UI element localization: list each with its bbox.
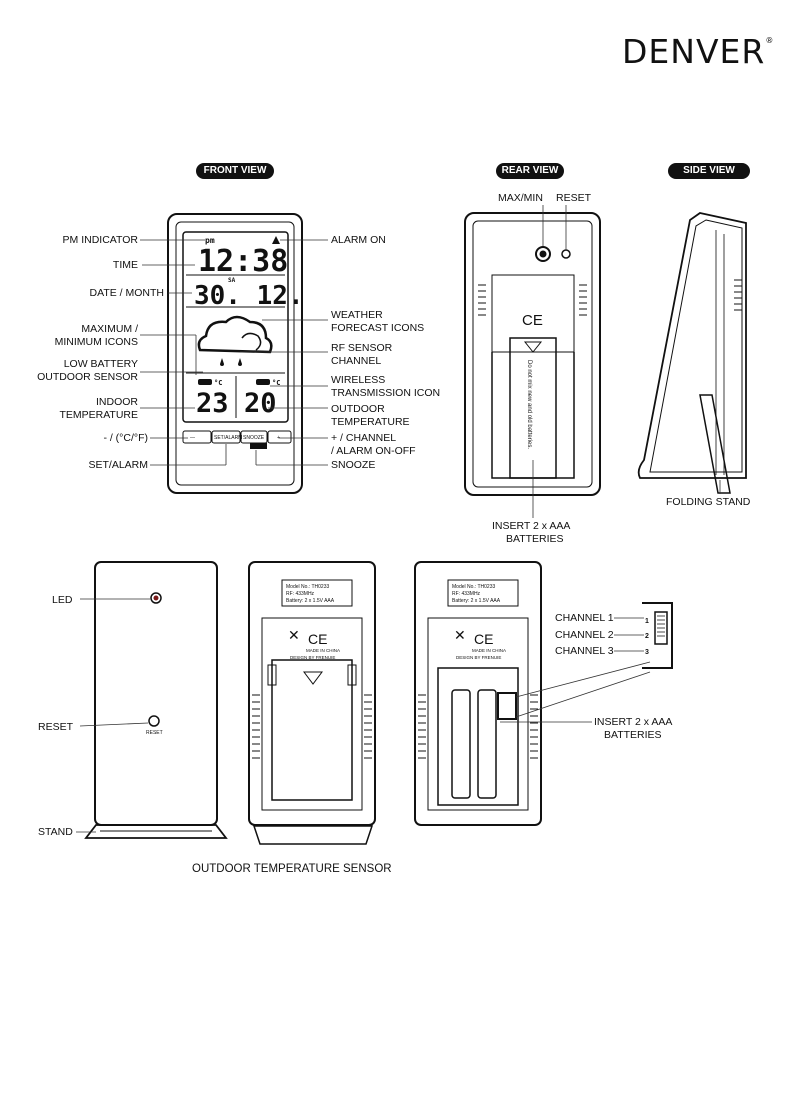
label-indoor-line2: TEMPERATURE <box>59 409 138 421</box>
sensor-front <box>84 561 228 839</box>
label-set-alarm: SET/ALARM <box>88 459 148 471</box>
label-weather-line2: FORECAST ICONS <box>331 322 425 334</box>
label-reset: RESET <box>556 192 592 204</box>
label-indoor-line1: INDOOR <box>96 396 138 408</box>
button-set-label: SET/ALARM <box>214 435 242 441</box>
label-sensor-insert-line2: BATTERIES <box>604 729 662 741</box>
label-low-battery-line2: OUTDOOR SENSOR <box>37 371 138 383</box>
label-unit-toggle: - / (°C/°F) <box>103 432 148 444</box>
button-plus-label: + <box>277 435 280 441</box>
svg-text:3: 3 <box>645 649 649 656</box>
sensor-open-vents <box>418 694 538 759</box>
lcd-indoor-temp: 23 <box>196 388 229 419</box>
plate-model-open: Model No.: TH0233 <box>452 584 495 590</box>
lcd-pm: pm <box>205 236 215 245</box>
label-wireless-line1: WIRELESS <box>331 374 386 386</box>
plate-model: Model No.: TH0233 <box>286 584 329 590</box>
low-battery-icon <box>198 379 212 385</box>
label-outdoor-line2: TEMPERATURE <box>331 416 410 428</box>
plate-battery-open: Battery: 2 x 1.5V AAA <box>452 598 501 604</box>
plate-battery: Battery: 2 x 1.5V AAA <box>286 598 335 604</box>
sensor-open-callouts <box>500 617 651 723</box>
registered-mark: ® <box>765 36 775 45</box>
rear-view-device: CE <box>464 212 601 496</box>
svg-text:✕: ✕ <box>454 627 466 643</box>
label-insert-batteries-line2: BATTERIES <box>506 533 564 545</box>
label-date-month: DATE / MONTH <box>89 287 164 299</box>
plate-freq-open: RF: 433MHz <box>452 591 481 597</box>
svg-text:CE: CE <box>308 631 327 647</box>
label-channel-1: CHANNEL 1 <box>555 612 614 624</box>
lcd-date: 30. 12. <box>194 281 304 311</box>
rear-view-heading: REAR VIEW <box>496 163 564 179</box>
sensor-back-closed: ✕ CE <box>248 561 376 845</box>
figure-caption: OUTDOOR TEMPERATURE SENSOR <box>192 863 392 875</box>
sensor-back-open: ✕ CE <box>414 561 542 826</box>
label-max-min: MAX/MIN <box>498 192 543 204</box>
label-channel-2: CHANNEL 2 <box>555 629 614 641</box>
plate-design-open: DESIGN BY FRENUIE <box>456 655 501 660</box>
lcd-unit-outdoor: °C <box>272 379 280 387</box>
label-insert-batteries-line1: INSERT 2 x AAA <box>492 520 571 532</box>
label-low-battery-line1: LOW BATTERY <box>63 358 138 370</box>
label-led: LED <box>52 594 73 606</box>
plate-made-in-open: MADE IN CHINA <box>472 648 506 653</box>
svg-text:2: 2 <box>645 633 649 640</box>
rear-vents <box>478 284 587 316</box>
denver-logo: DENVER® <box>622 32 774 71</box>
button-snooze-label: SNOOZE <box>243 435 265 441</box>
lcd-time: 12:38 <box>198 244 288 279</box>
brand-name: DENVER <box>622 32 766 71</box>
label-max-min-line1: MAXIMUM / <box>81 323 138 335</box>
lcd-unit-indoor: °C <box>214 379 222 387</box>
label-channel-3: CHANNEL 3 <box>555 645 614 657</box>
battery-note: Do not mix new and old batteries. <box>526 360 532 449</box>
sensor-front-callouts <box>76 598 150 833</box>
channel-indicator-icon <box>256 379 270 385</box>
svg-text:1: 1 <box>645 618 649 625</box>
label-channel-line1: + / CHANNEL <box>331 432 397 444</box>
front-view-heading: FRONT VIEW <box>196 163 274 179</box>
sensor-reset-tiny-label: RESET <box>146 730 163 736</box>
label-time: TIME <box>112 259 138 271</box>
lcd-outdoor-temp: 20 <box>244 388 277 419</box>
label-rf-line1: RF SENSOR <box>331 342 393 354</box>
front-callout-lines <box>140 239 328 466</box>
svg-text:CE: CE <box>522 312 543 329</box>
label-channel-line2: / ALARM ON-OFF <box>331 445 416 457</box>
front-view-device <box>167 213 303 494</box>
label-weather-line1: WEATHER <box>331 309 383 321</box>
label-sensor-reset: RESET <box>38 721 74 733</box>
plate-freq: RF: 433MHz <box>286 591 315 597</box>
label-wireless-line2: TRANSMISSION ICON <box>331 387 441 399</box>
label-rf-line2: CHANNEL <box>331 355 382 367</box>
rear-callout-lines <box>532 205 567 518</box>
side-view-heading: SIDE VIEW <box>668 163 750 179</box>
label-snooze: SNOOZE <box>331 459 376 471</box>
lcd-day-label: SA <box>228 277 236 284</box>
alarm-bell-icon <box>272 236 280 244</box>
label-outdoor-line1: OUTDOOR <box>331 403 385 415</box>
side-view-device <box>637 212 747 494</box>
svg-text:✕: ✕ <box>288 627 300 643</box>
label-stand: STAND <box>38 826 73 838</box>
button-minus-label: — <box>190 435 195 441</box>
label-pm-indicator: PM INDICATOR <box>62 234 138 246</box>
label-sensor-insert-line1: INSERT 2 x AAA <box>594 716 673 728</box>
sensor-back-vents <box>252 694 372 759</box>
label-max-min-line2: MINIMUM ICONS <box>54 336 138 348</box>
channel-switch-detail <box>642 602 673 669</box>
svg-text:CE: CE <box>474 631 493 647</box>
plate-made-in: MADE IN CHINA <box>306 648 340 653</box>
label-folding-stand: FOLDING STAND <box>666 496 751 508</box>
plate-design: DESIGN BY FRENUIE <box>290 655 335 660</box>
label-alarm-on: ALARM ON <box>331 234 386 246</box>
lcd-content: pm 12:38 SA 30. 12. °C °C 23 20 — SET/AL… <box>190 236 304 441</box>
